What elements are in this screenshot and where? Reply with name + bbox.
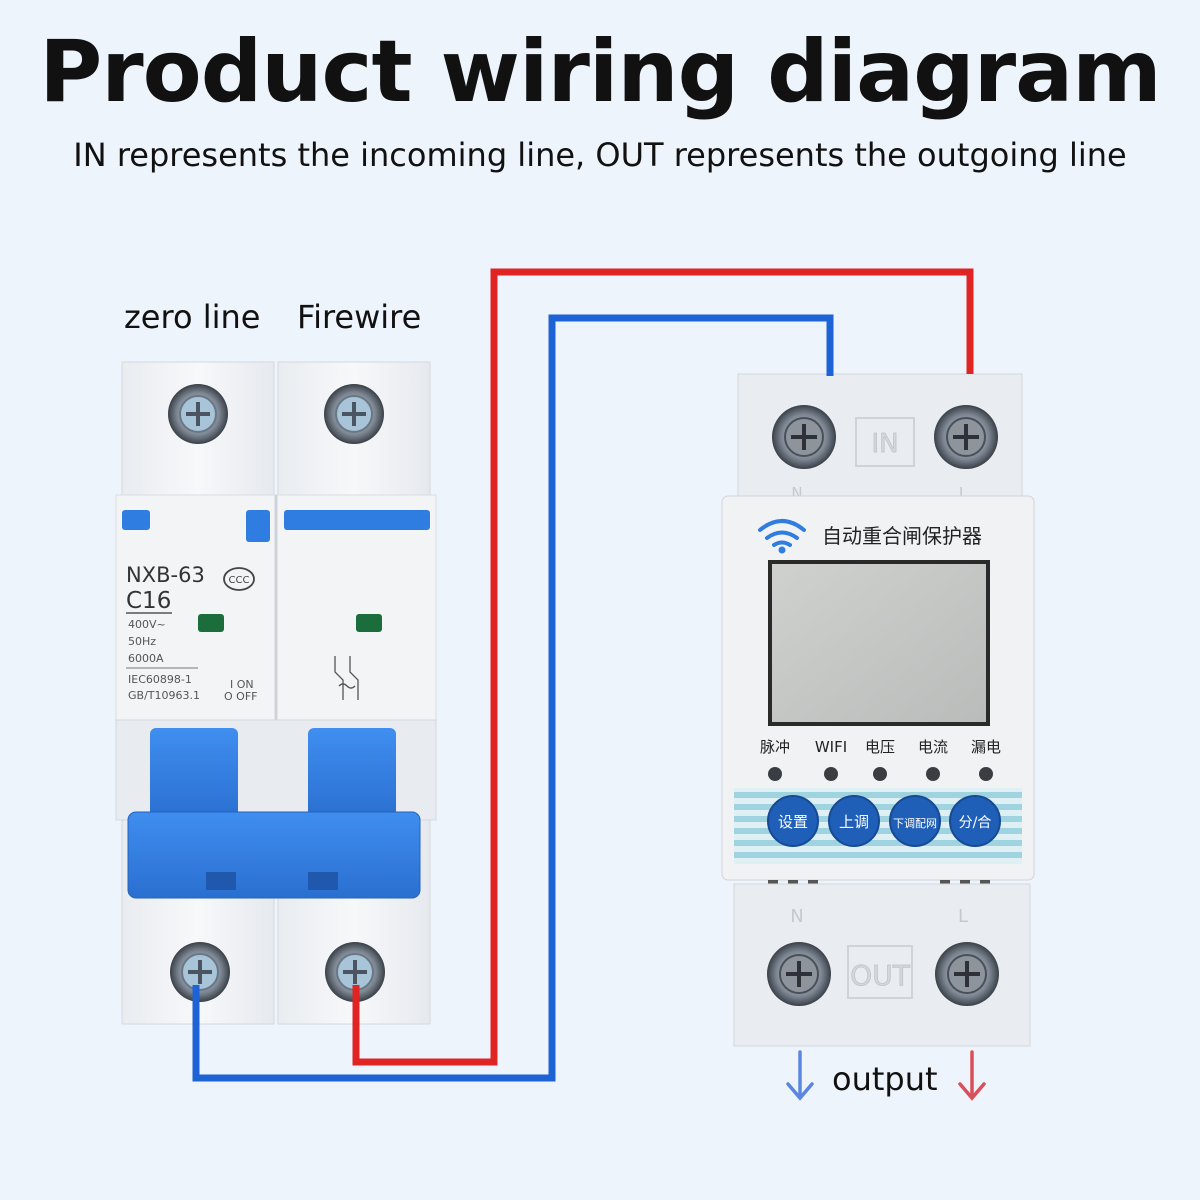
- lcd-screen: [772, 564, 986, 722]
- zero-line-label: zero line: [124, 298, 261, 336]
- up-button[interactable]: 上调: [828, 795, 880, 847]
- top-n-label: N: [791, 484, 802, 502]
- breaker-handle-right: [308, 728, 396, 820]
- indicator-label-current: 电流: [918, 738, 948, 756]
- indicator-led-leakage: [979, 767, 993, 781]
- bottom-l-label: L: [958, 906, 968, 927]
- screw-icon: [168, 384, 228, 444]
- indicator-led-wifi: [824, 767, 838, 781]
- wifi-icon: [758, 519, 806, 547]
- breaker-schematic-icon: [334, 656, 359, 700]
- circuit-breaker: NXB-63 C16 CCC 400V~ 50Hz 6000A IEC60898…: [115, 361, 437, 1025]
- breaker-handle-bar: [127, 811, 421, 899]
- screw-icon: [934, 405, 998, 469]
- breaker-blue-stripe: [284, 510, 430, 530]
- breaker-standard-2: GB/T10963.1: [128, 689, 200, 702]
- indicator-label-wifi: WIFI: [815, 738, 847, 756]
- out-terminal-label: OUT: [850, 959, 911, 992]
- breaker-indicator-right: [356, 614, 382, 632]
- down-network-button-label: 下调配网: [893, 817, 937, 830]
- down-network-button[interactable]: 下调配网: [889, 795, 941, 847]
- breaker-model: NXB-63: [126, 563, 205, 587]
- indicator-label-pulse: 脉冲: [760, 738, 790, 756]
- breaker-rating: C16: [126, 588, 171, 614]
- set-button[interactable]: 设置: [767, 795, 819, 847]
- bottom-n-label: N: [790, 906, 803, 927]
- breaker-voltage: 400V~: [128, 618, 166, 631]
- breaker-indicator-left: [198, 614, 224, 632]
- breaker-standard-1: IEC60898-1: [128, 673, 192, 686]
- screw-icon: [935, 942, 999, 1006]
- open-close-button-label: 分/合: [959, 815, 992, 831]
- screw-icon: [324, 384, 384, 444]
- live-wire: [352, 268, 974, 1066]
- page-title: Product wiring diagram: [39, 22, 1162, 122]
- breaker-off-text: O OFF: [224, 690, 257, 703]
- screw-icon: [170, 942, 230, 1002]
- output-live-arrow-icon: [958, 1050, 986, 1101]
- output-label: output: [832, 1060, 938, 1098]
- indicator-label-leakage: 漏电: [971, 738, 1001, 756]
- top-l-label: L: [959, 484, 968, 502]
- screw-icon: [767, 942, 831, 1006]
- indicator-led-voltage: [873, 767, 887, 781]
- open-close-button[interactable]: 分/合: [949, 795, 1001, 847]
- breaker-handle-left: [150, 728, 238, 820]
- screw-icon: [772, 405, 836, 469]
- output-neutral-arrow-icon: [786, 1050, 814, 1101]
- ccc-mark-text: CCC: [229, 575, 250, 586]
- indicator-label-voltage: 电压: [865, 738, 895, 756]
- page-subtitle: IN represents the incoming line, OUT rep…: [73, 136, 1127, 174]
- screw-icon: [325, 942, 385, 1002]
- up-button-label: 上调: [839, 813, 869, 831]
- neutral-wire: [192, 314, 834, 1082]
- ccc-mark-icon: [223, 567, 255, 591]
- protector-name: 自动重合闸保护器: [822, 524, 982, 548]
- breaker-on-text: I ON: [230, 678, 254, 691]
- indicator-led-pulse: [768, 767, 782, 781]
- in-terminal-label: IN: [871, 429, 898, 459]
- breaker-frequency: 50Hz: [128, 635, 156, 648]
- breaker-capacity: 6000A: [128, 652, 164, 665]
- auto-reclosing-protector: IN N L 自动重合闸保护器 脉冲 WIFI 电压 电流 漏电: [721, 373, 1035, 1047]
- firewire-label: Firewire: [297, 298, 422, 336]
- set-button-label: 设置: [778, 813, 808, 831]
- indicator-led-current: [926, 767, 940, 781]
